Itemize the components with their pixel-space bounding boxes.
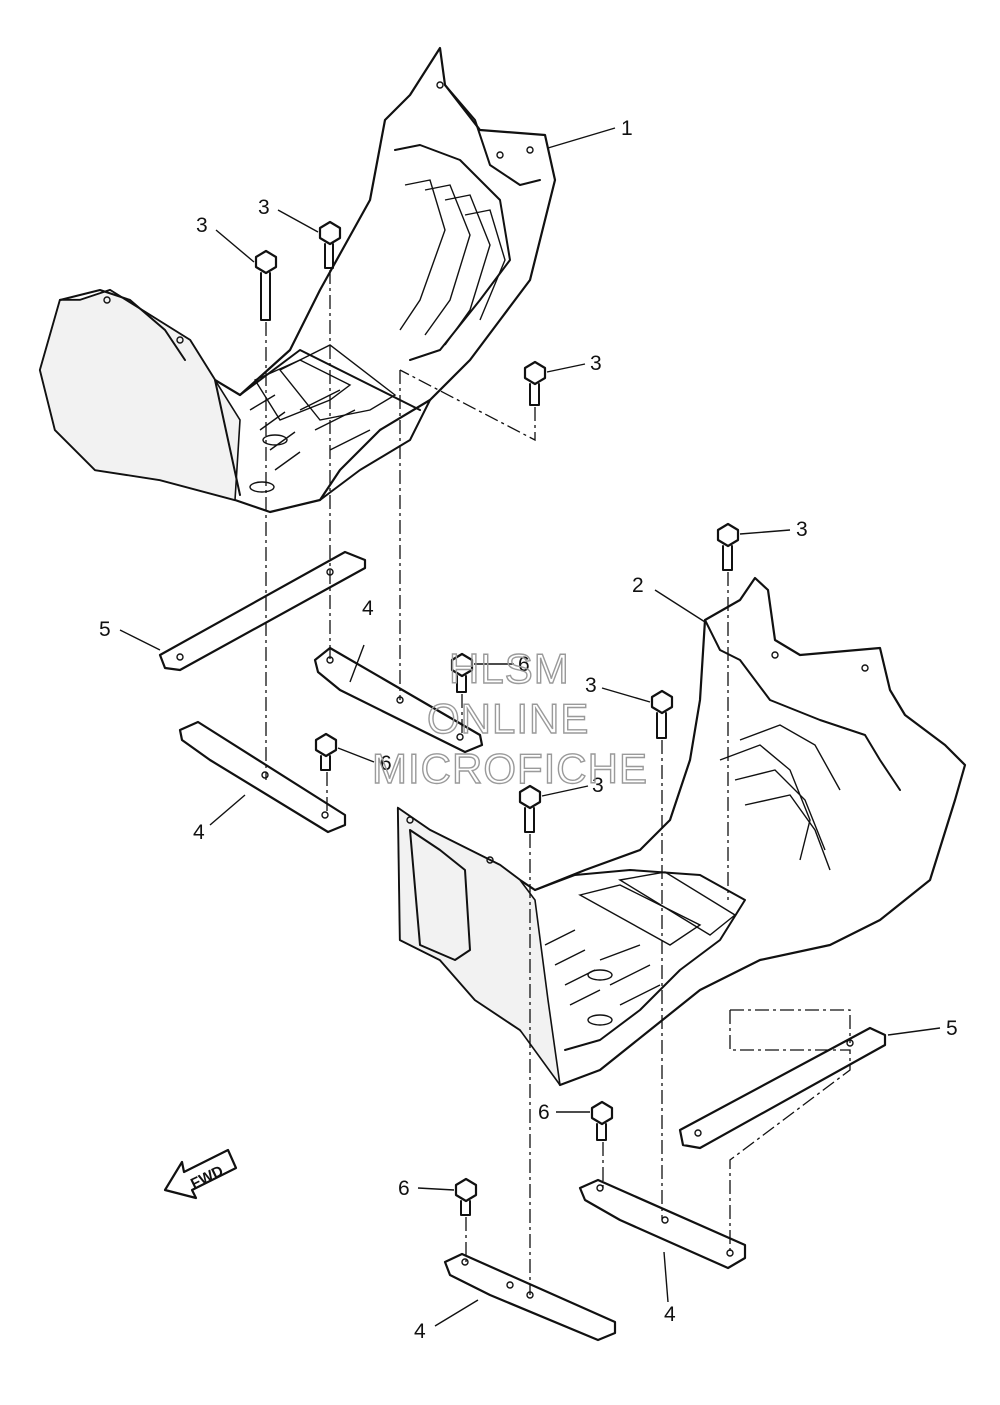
callout-4: 4 (362, 597, 374, 620)
callout-6: 6 (380, 752, 392, 775)
bolt-6-b (314, 732, 338, 771)
callout-3: 3 (592, 774, 604, 797)
callout-3: 3 (590, 352, 602, 375)
watermark-line-2: ONLINE (427, 695, 589, 742)
alignment-lines (265, 270, 851, 1295)
watermark-line-1: HLSM (449, 645, 570, 692)
bracket-5-lower (678, 1026, 887, 1150)
bolt-3-f (518, 784, 542, 833)
callout-1: 1 (621, 117, 633, 140)
callout-6: 6 (538, 1101, 550, 1124)
forward-arrow-icon: FWD (163, 1148, 238, 1200)
callout-6: 6 (398, 1177, 410, 1200)
callout-4: 4 (193, 821, 205, 844)
bolt-3-c (523, 360, 547, 406)
bolt-6-a (450, 652, 474, 693)
bolt-6-d (454, 1177, 478, 1216)
bracket-4-upper-left (178, 720, 347, 834)
bolt-3-e (650, 689, 674, 739)
watermark-line-3: MICROFICHE (372, 745, 648, 792)
bolt-3-b (254, 249, 278, 321)
callout-3: 3 (196, 214, 208, 237)
watermark: HLSM ONLINE MICROFICHE (371, 644, 648, 792)
callout-4: 4 (414, 1320, 426, 1343)
callout-4: 4 (664, 1303, 676, 1326)
skid-plate-1 (38, 46, 557, 514)
bracket-4-upper-right (313, 646, 484, 754)
callout-5: 5 (946, 1017, 958, 1040)
bolt-6-c (590, 1100, 614, 1141)
skid-plate-2 (396, 576, 967, 1087)
bolt-3-d (716, 522, 740, 571)
callout-2: 2 (632, 574, 644, 597)
callout-3: 3 (796, 518, 808, 541)
callout-6: 6 (518, 653, 530, 676)
callout-labels: 1 2 3 3 3 3 3 3 4 4 4 4 5 5 6 6 6 6 (99, 117, 958, 1343)
leader-lines (119, 127, 941, 1327)
callout-3: 3 (585, 674, 597, 697)
bolt-3-a (318, 220, 342, 269)
callout-5: 5 (99, 618, 111, 641)
bolts (254, 220, 740, 1216)
callout-3: 3 (258, 196, 270, 219)
